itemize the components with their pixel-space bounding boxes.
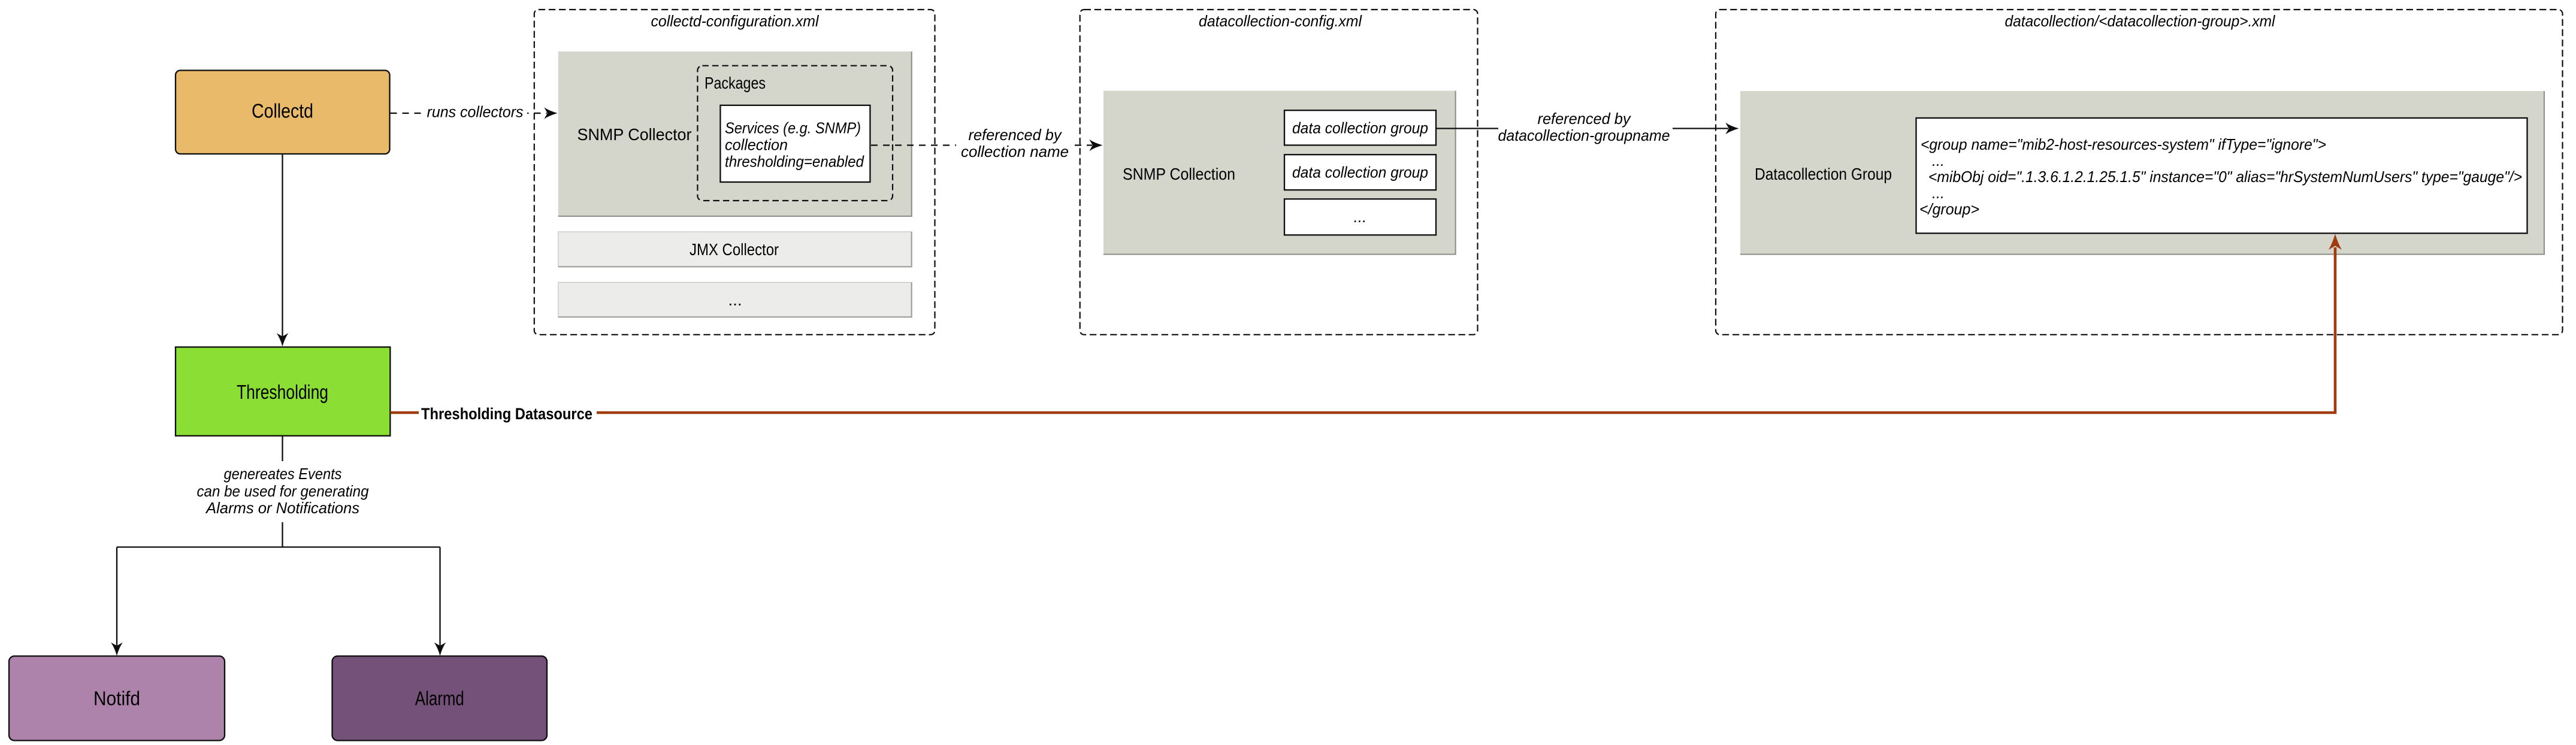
svg-text:</group>: </group> [1919, 200, 1979, 218]
svg-text:referenced by: referenced by [1538, 110, 1632, 128]
svg-text:Thresholding: Thresholding [237, 381, 328, 403]
svg-text:JMX Collector: JMX Collector [690, 240, 779, 259]
svg-text:Alarms or Notifications: Alarms or Notifications [205, 499, 359, 517]
svg-text:Packages: Packages [705, 74, 766, 92]
svg-text:runs collectors: runs collectors [427, 103, 524, 121]
svg-text:Datacollection Group: Datacollection Group [1755, 165, 1892, 183]
svg-text:SNMP Collection: SNMP Collection [1123, 165, 1235, 183]
svg-text:Notifd: Notifd [93, 688, 140, 710]
svg-text:Collectd: Collectd [252, 100, 313, 122]
svg-text:referenced by: referenced by [969, 126, 1063, 144]
svg-text:<group name="mib2-host-resourc: <group name="mib2-host-resources-system"… [1921, 135, 2326, 153]
svg-text:thresholding=enabled: thresholding=enabled [725, 153, 864, 171]
svg-text:data collection group: data collection group [1292, 119, 1428, 137]
svg-text:datacollection-config.xml: datacollection-config.xml [1199, 12, 1362, 30]
svg-text:collectd-configuration.xml: collectd-configuration.xml [651, 12, 820, 30]
svg-text:...: ... [1932, 184, 1945, 202]
svg-text:data collection group: data collection group [1292, 163, 1428, 181]
svg-text:...: ... [1354, 208, 1367, 226]
svg-text:<mibObj oid=".1.3.6.1.2.1.25.1: <mibObj oid=".1.3.6.1.2.1.25.1.5" instan… [1928, 168, 2522, 186]
svg-text:Services (e.g. SNMP): Services (e.g. SNMP) [725, 119, 861, 137]
svg-text:collection name: collection name [961, 143, 1069, 160]
svg-text:genereates Events: genereates Events [224, 465, 342, 483]
svg-text:Thresholding Datasource: Thresholding Datasource [421, 405, 592, 423]
svg-text:Alarmd: Alarmd [415, 688, 464, 710]
svg-text:...: ... [1932, 152, 1945, 169]
svg-text:datacollection-groupname: datacollection-groupname [1498, 126, 1670, 144]
svg-text:SNMP Collector: SNMP Collector [578, 125, 692, 144]
svg-text:...: ... [728, 290, 742, 309]
svg-text:can be used for generating: can be used for generating [197, 482, 369, 500]
svg-text:collection: collection [725, 136, 788, 154]
svg-text:datacollection/<datacollection: datacollection/<datacollection-group>.xm… [2005, 12, 2276, 30]
